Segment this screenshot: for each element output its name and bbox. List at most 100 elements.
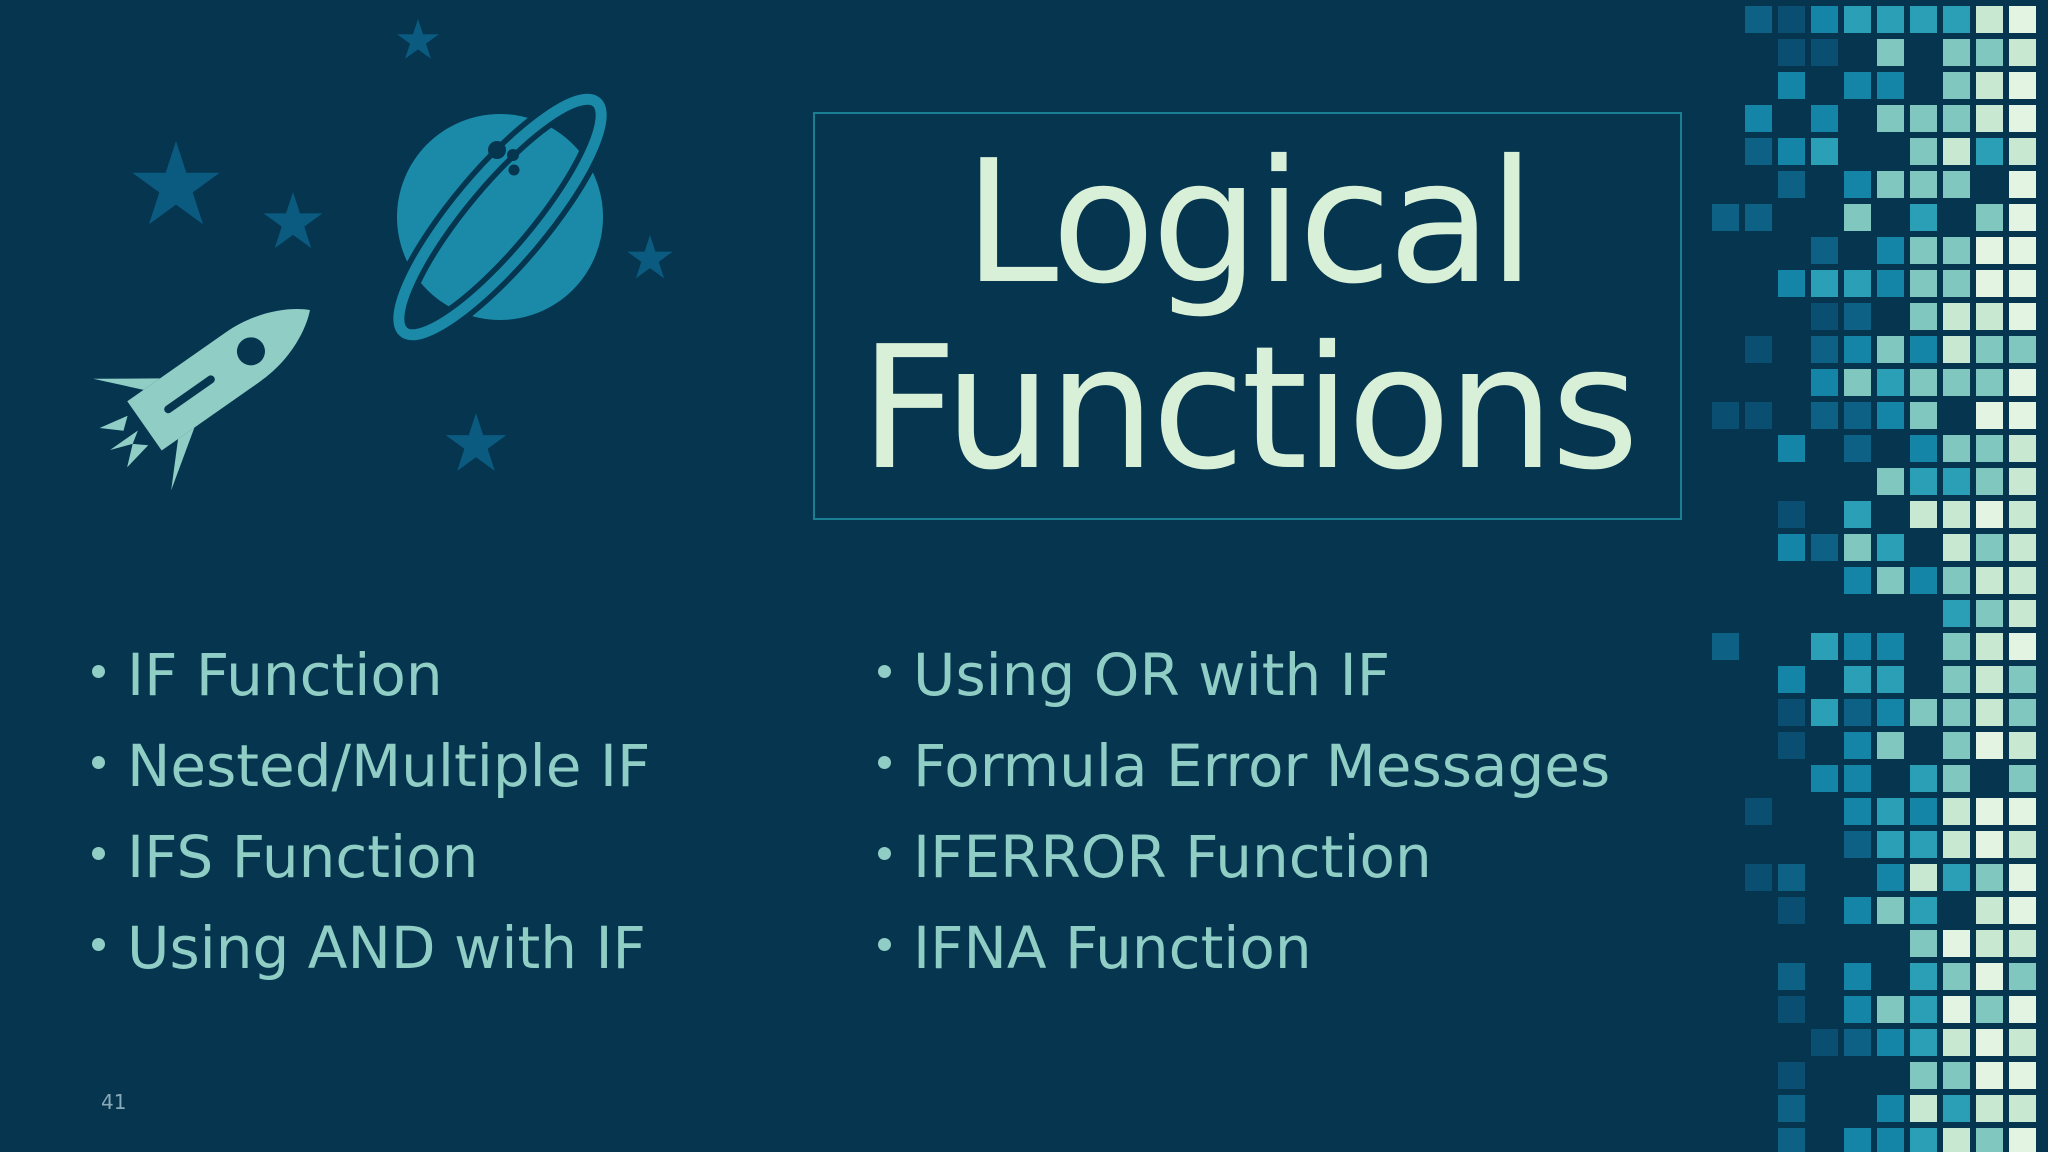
star-icon: [445, 413, 507, 471]
mosaic-tile: [1877, 666, 1904, 693]
bullet-text: Nested/Multiple IF: [127, 732, 651, 800]
mosaic-tile: [1877, 39, 1904, 66]
bullet-text: IFS Function: [127, 823, 479, 891]
mosaic-tile: [2009, 138, 2036, 165]
mosaic-tile: [2009, 501, 2036, 528]
mosaic-tile: [1910, 1095, 1937, 1122]
mosaic-tile: [1811, 534, 1838, 561]
mosaic-tile: [1910, 303, 1937, 330]
mosaic-tile: [2009, 171, 2036, 198]
mosaic-tile: [1943, 732, 1970, 759]
mosaic-tile: [1910, 798, 1937, 825]
mosaic-tile: [1976, 1029, 2003, 1056]
mosaic-tile: [2009, 468, 2036, 495]
mosaic-tile: [2009, 897, 2036, 924]
mosaic-tile: [2009, 765, 2036, 792]
mosaic-tile: [1811, 633, 1838, 660]
mosaic-tile: [1943, 963, 1970, 990]
mosaic-tile: [2009, 39, 2036, 66]
mosaic-tile: [1976, 501, 2003, 528]
mosaic-tile: [1910, 1062, 1937, 1089]
mosaic-tile: [1877, 105, 1904, 132]
mosaic-tile: [1844, 699, 1871, 726]
mosaic-tile: [1976, 270, 2003, 297]
mosaic-tile: [1910, 369, 1937, 396]
mosaic-tile: [1910, 171, 1937, 198]
mosaic-tile: [2009, 732, 2036, 759]
mosaic-tile: [1778, 534, 1805, 561]
list-item: Using AND with IF: [92, 903, 650, 994]
mosaic-tile: [1877, 633, 1904, 660]
mosaic-tile: [1943, 1029, 1970, 1056]
mosaic-tile: [2009, 6, 2036, 33]
mosaic-tile: [2009, 699, 2036, 726]
mosaic-tile: [1943, 138, 1970, 165]
mosaic-tile: [1943, 864, 1970, 891]
title-line: Logical: [963, 124, 1536, 322]
mosaic-tile: [1943, 171, 1970, 198]
mosaic-tile: [2009, 303, 2036, 330]
mosaic-tile: [1943, 72, 1970, 99]
mosaic-tile: [1976, 138, 2003, 165]
mosaic-tile: [1943, 831, 1970, 858]
mosaic-tile: [1877, 699, 1904, 726]
mosaic-tile: [2009, 666, 2036, 693]
mosaic-tile: [1877, 468, 1904, 495]
title-box: Logical Functions: [813, 112, 1682, 520]
mosaic-tile: [1778, 270, 1805, 297]
mosaic-tile: [1877, 1128, 1904, 1152]
mosaic-tile: [1745, 402, 1772, 429]
mosaic-tile: [2009, 831, 2036, 858]
mosaic-tile: [1943, 765, 1970, 792]
mosaic-tile: [1778, 699, 1805, 726]
mosaic-tile: [1910, 468, 1937, 495]
mosaic-tile: [1910, 699, 1937, 726]
mosaic-tile: [1877, 996, 1904, 1023]
mosaic-tile: [1811, 6, 1838, 33]
mosaic-tile: [1778, 6, 1805, 33]
mosaic-tile: [1745, 138, 1772, 165]
mosaic-tile: [1745, 204, 1772, 231]
mosaic-tile: [1910, 336, 1937, 363]
mosaic-tile: [1877, 897, 1904, 924]
mosaic-tile: [1844, 303, 1871, 330]
mosaic-tile: [1910, 402, 1937, 429]
mosaic-tile: [1943, 270, 1970, 297]
mosaic-tile: [1943, 1095, 1970, 1122]
mosaic-tile: [1811, 699, 1838, 726]
list-item: IFS Function: [92, 812, 650, 903]
bullet-text: Using AND with IF: [127, 914, 646, 982]
mosaic-tile: [1877, 1029, 1904, 1056]
mosaic-tile: [1877, 270, 1904, 297]
mosaic-tile: [1976, 897, 2003, 924]
bullet-icon: [92, 847, 105, 860]
mosaic-tile: [1976, 930, 2003, 957]
mosaic-tile: [1943, 567, 1970, 594]
mosaic-tile: [1877, 831, 1904, 858]
list-item: Formula Error Messages: [878, 721, 1610, 812]
mosaic-tile: [2009, 600, 2036, 627]
mosaic-tile: [1976, 1128, 2003, 1152]
mosaic-tile: [1778, 666, 1805, 693]
bullet-text: Using OR with IF: [913, 641, 1391, 709]
bullet-icon: [878, 847, 891, 860]
mosaic-tile: [1943, 600, 1970, 627]
mosaic-tile: [1778, 1095, 1805, 1122]
mosaic-tile: [2009, 105, 2036, 132]
mosaic-tile: [1976, 435, 2003, 462]
bullet-list-right: Using OR with IF Formula Error Messages …: [878, 630, 1610, 994]
mosaic-tile: [1976, 831, 2003, 858]
mosaic-tile: [1844, 6, 1871, 33]
mosaic-tile: [1877, 864, 1904, 891]
mosaic-tile: [1844, 831, 1871, 858]
mosaic-tile: [1976, 237, 2003, 264]
mosaic-tile: [1943, 105, 1970, 132]
mosaic-tile: [1910, 567, 1937, 594]
mosaic-tile: [1877, 534, 1904, 561]
mosaic-tile: [2009, 1095, 2036, 1122]
mosaic-tile: [1910, 765, 1937, 792]
mosaic-tile: [1877, 567, 1904, 594]
mosaic-tile: [1745, 798, 1772, 825]
mosaic-tile: [1976, 72, 2003, 99]
mosaic-tile: [1811, 369, 1838, 396]
